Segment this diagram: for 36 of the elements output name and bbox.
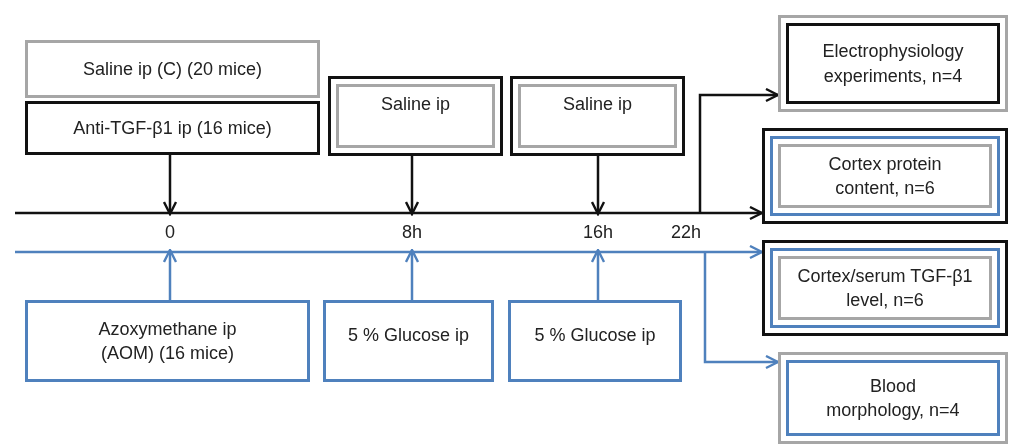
process-box xyxy=(25,40,320,98)
process-box xyxy=(328,76,503,156)
time-label: 0 xyxy=(165,220,175,244)
arrow xyxy=(590,248,606,300)
process-box xyxy=(778,15,1008,112)
arrow xyxy=(15,244,764,260)
box-label: Blood morphology, n=4 xyxy=(825,374,961,422)
time-label: 8h xyxy=(402,220,422,244)
arrow xyxy=(698,87,780,213)
arrow xyxy=(404,156,420,216)
arrow xyxy=(162,155,178,216)
arrow xyxy=(404,248,420,300)
box-label: Cortex/serum TGF-β1 level, n=6 xyxy=(796,264,974,312)
box-label: 5 % Glucose ip xyxy=(347,323,470,347)
process-box xyxy=(25,101,320,155)
process-box xyxy=(778,352,1008,444)
process-box xyxy=(762,128,1008,224)
process-box xyxy=(510,76,685,156)
box-label: 5 % Glucose ip xyxy=(534,323,656,347)
arrow xyxy=(162,248,178,300)
box-label: Anti-TGF-β1 ip (16 mice) xyxy=(73,116,272,140)
process-box xyxy=(508,300,682,382)
box-label: Saline ip (C) (20 mice) xyxy=(82,57,263,81)
box-label: Saline ip xyxy=(562,92,632,116)
box-label: Saline ip xyxy=(380,92,450,116)
arrow xyxy=(15,205,764,221)
process-box xyxy=(323,300,494,382)
box-label: Azoxymethane ip (AOM) (16 mice) xyxy=(97,317,238,365)
arrow xyxy=(590,156,606,216)
process-box xyxy=(762,240,1008,336)
box-label: Cortex protein content, n=6 xyxy=(827,152,943,200)
box-label: Electrophysiology experiments, n=4 xyxy=(821,40,965,88)
time-label: 22h xyxy=(671,222,701,243)
time-label: 16h xyxy=(582,220,613,244)
process-box xyxy=(25,300,310,382)
arrow xyxy=(703,252,780,370)
